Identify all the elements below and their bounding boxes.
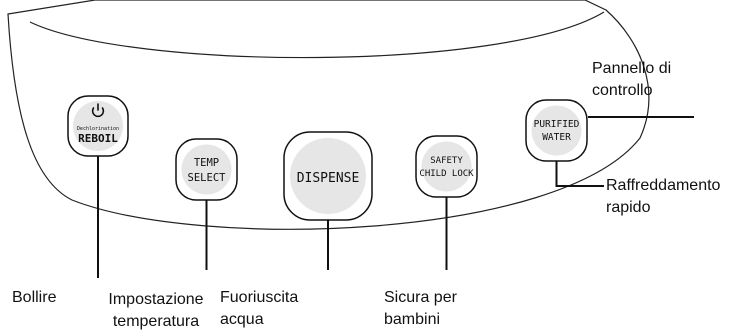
dispense-label: DISPENSE	[297, 171, 360, 186]
panel-outline	[7, 0, 650, 230]
child-lock-line1: SAFETY	[430, 156, 463, 166]
label-pannello-line1: Pannello di	[592, 60, 672, 77]
label-impostazione-line2: temperatura	[112, 313, 200, 330]
label-pannello-line2: controllo	[592, 82, 653, 99]
label-sicura-bambini: Sicura per bambini	[384, 287, 457, 331]
child-lock-line2: CHILD LOCK	[419, 169, 474, 179]
temp-select-button[interactable]: TEMP SELECT	[175, 138, 238, 201]
label-raffreddamento-line2: rapido	[606, 199, 651, 216]
label-fuoriuscita-line1: Fuoriuscita	[220, 289, 299, 306]
purified-water-line1: PURIFIED	[534, 119, 580, 130]
purified-water-line2: WATER	[542, 132, 571, 143]
purified-water-button[interactable]: PURIFIED WATER	[525, 99, 588, 162]
label-fuoriuscita-acqua: Fuoriuscita acqua	[220, 287, 298, 331]
label-impostazione-temperatura: Impostazione temperatura	[100, 289, 212, 333]
power-icon	[91, 103, 105, 118]
temp-select-line1: TEMP	[194, 157, 219, 169]
label-sicura-line2: bambini	[384, 311, 441, 328]
reboil-button[interactable]: Dechlorination REBOIL	[67, 95, 129, 157]
label-raffreddamento-line1: Raffreddamento	[606, 177, 721, 194]
label-bollire: Bollire	[12, 289, 57, 306]
reboil-label: REBOIL	[78, 132, 118, 145]
dispense-button[interactable]: DISPENSE	[283, 131, 373, 221]
temp-select-line2: SELECT	[188, 172, 227, 184]
label-pannello-controllo: Pannello di controllo	[592, 58, 671, 102]
reboil-small-label: Dechlorination	[77, 126, 119, 132]
child-lock-button[interactable]: SAFETY CHILD LOCK	[415, 135, 478, 198]
label-sicura-line1: Sicura per	[384, 289, 457, 306]
label-fuoriuscita-line2: acqua	[220, 311, 264, 328]
label-raffreddamento-rapido: Raffreddamento rapido	[606, 175, 720, 219]
panel-inner-edge	[29, 11, 605, 59]
label-impostazione-line1: Impostazione	[108, 291, 204, 308]
leader-purified-water	[555, 161, 604, 187]
